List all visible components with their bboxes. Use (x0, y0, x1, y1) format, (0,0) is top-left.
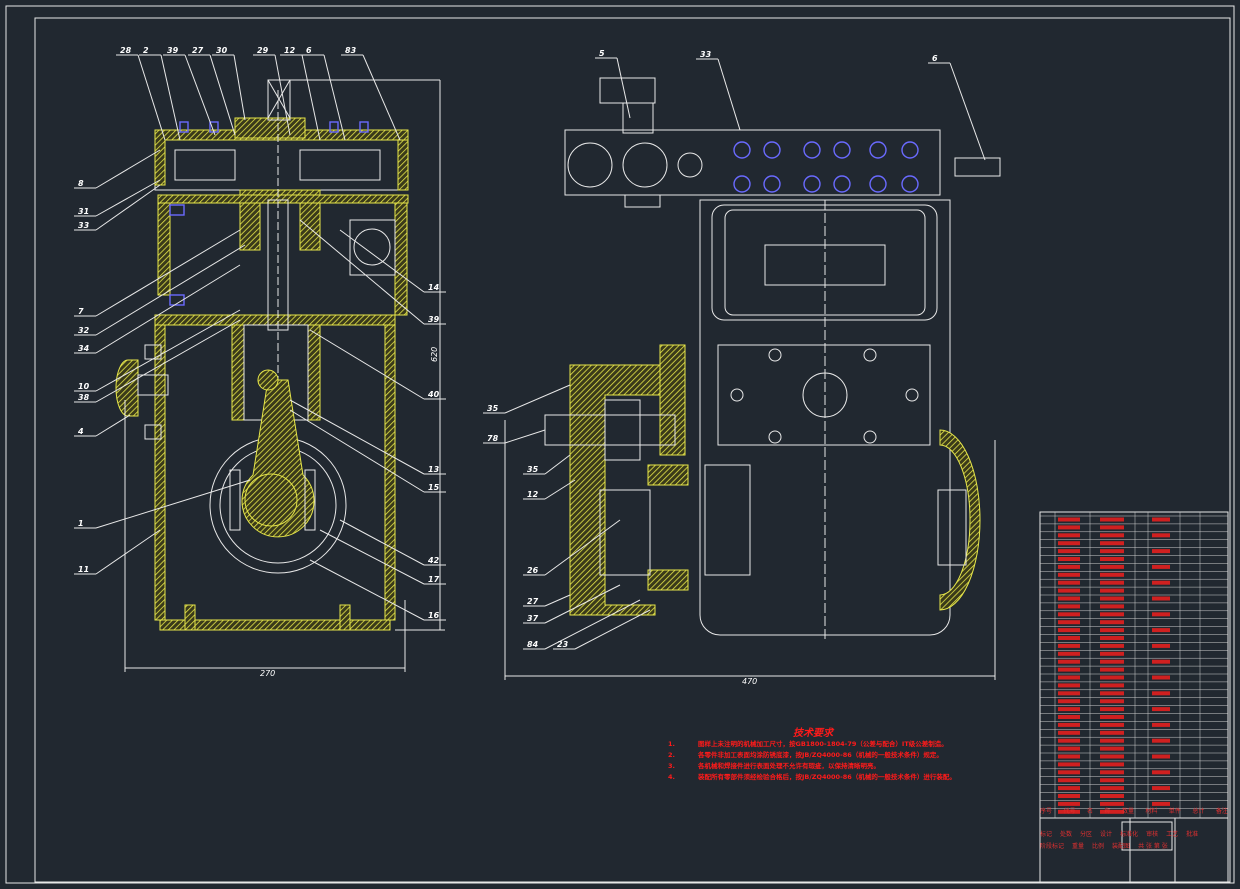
dimension-height: 620 (430, 347, 439, 362)
title-block-header: 称 (1104, 808, 1111, 815)
part-label: 8 (78, 179, 84, 188)
part-label: 1 (78, 519, 84, 528)
part-label: 27 (192, 46, 204, 55)
dimension-width-right: 470 (742, 677, 757, 686)
part-label: 29 (257, 46, 269, 55)
title-block-field: 标记 (1040, 831, 1053, 838)
title-block-header: 总计 (1192, 808, 1205, 815)
title-block-field: 工艺 (1166, 831, 1179, 838)
item-text: 各机械和焊接件进行表面处理不允许有瑕疵，以保持清晰明亮。 (698, 762, 880, 770)
title-block-field: 共 张 第 张 (1138, 843, 1168, 850)
tech-requirement-item: 4. 装配所有零部件须经检验合格后，按JB/ZQ4000-86（机械的一般技术条件… (668, 772, 988, 783)
title-block-field: 设计 (1100, 831, 1113, 838)
title-block: 序号 代号 名 称 数量 材料 单件 总计 备注 标记处数分区设计标准化审核工艺批准阶段标记重量… (1040, 806, 1228, 850)
part-label: 78 (487, 434, 499, 443)
title-block-field: 批准 (1186, 831, 1199, 838)
part-label: 16 (428, 611, 440, 620)
part-label: 12 (284, 46, 296, 55)
part-label: 42 (427, 556, 440, 565)
part-label: 23 (557, 640, 569, 649)
part-label: 37 (527, 614, 539, 623)
title-block-field: 审核 (1146, 831, 1159, 838)
title-block-field: 分区 (1080, 831, 1093, 838)
item-number: 4. (668, 773, 675, 781)
part-label: 83 (345, 46, 357, 55)
item-number: 2. (668, 751, 675, 759)
part-label: 33 (700, 50, 712, 59)
item-text: 各零件非加工表面均涂防锈底漆，按JB/ZQ4000-86（机械的一般技术条件）规… (698, 751, 943, 759)
inner-frame (34, 17, 1231, 883)
part-label: 39 (428, 315, 440, 324)
part-label: 27 (527, 597, 539, 606)
tech-requirement-item: 3. 各机械和焊接件进行表面处理不允许有瑕疵，以保持清晰明亮。 (668, 761, 988, 772)
part-label: 14 (428, 283, 440, 292)
part-label: 40 (427, 390, 440, 399)
part-label: 35 (487, 404, 499, 413)
part-label: 28 (120, 46, 132, 55)
part-label: 34 (78, 344, 90, 353)
title-block-field: 处数 (1060, 831, 1073, 838)
title-block-header: 名 (1086, 808, 1093, 815)
left-section-view (115, 79, 445, 672)
tech-requirements: 技术要求 1. 图样上未注明的机械加工尺寸，按GB1800-1804-79（公差与… (668, 724, 988, 783)
tech-requirement-item: 2. 各零件非加工表面均涂防锈底漆，按JB/ZQ4000-86（机械的一般技术条件… (668, 750, 988, 761)
part-label: 38 (78, 393, 90, 402)
part-label: 33 (78, 221, 90, 230)
part-label: 2 (143, 46, 149, 55)
item-number: 1. (668, 740, 675, 748)
title-block-header: 代号 (1063, 808, 1076, 815)
dimension-width-left: 270 (260, 669, 275, 678)
item-text: 图样上未注明的机械加工尺寸，按GB1800-1804-79（公差与配合）IT级公… (698, 740, 948, 748)
part-label: 17 (428, 575, 440, 584)
title-block-field: 重量 (1072, 843, 1085, 850)
title-block-field: 阶段标记 (1040, 843, 1065, 850)
part-label: 6 (932, 54, 938, 63)
tech-requirement-item: 1. 图样上未注明的机械加工尺寸，按GB1800-1804-79（公差与配合）IT… (668, 739, 988, 750)
right-front-view (504, 77, 1001, 680)
part-label: 26 (527, 566, 539, 575)
item-number: 3. (668, 762, 675, 770)
part-label: 35 (527, 465, 539, 474)
part-label: 12 (527, 490, 539, 499)
title-block-header: 单件 (1168, 808, 1181, 815)
item-text: 装配所有零部件须经检验合格后，按JB/ZQ4000-86（机械的一般技术条件）进… (698, 773, 956, 781)
outer-frame (5, 5, 1235, 884)
title-block-field: 标准化 (1120, 831, 1139, 838)
title-block-header: 序号 (1040, 808, 1053, 815)
title-block-header: 数量 (1121, 808, 1134, 815)
title-block-field: 装配图 (1112, 843, 1131, 850)
part-label: 7 (78, 307, 84, 316)
part-label: 31 (78, 207, 89, 216)
part-label: 4 (77, 427, 84, 436)
part-label: 5 (599, 49, 605, 58)
part-label: 13 (428, 465, 440, 474)
title-block-field: 比例 (1092, 843, 1105, 850)
part-label: 11 (78, 565, 89, 574)
part-label: 15 (428, 483, 440, 492)
part-label: 84 (527, 640, 539, 649)
part-label: 30 (216, 46, 228, 55)
parts-list-table (1039, 511, 1229, 883)
part-label: 32 (78, 326, 90, 335)
part-label: 10 (78, 382, 90, 391)
title-block-header: 备注 (1215, 808, 1228, 815)
part-label: 6 (306, 46, 312, 55)
tech-requirements-title: 技术要求 (793, 728, 833, 739)
title-block-header: 材料 (1145, 808, 1158, 815)
part-label: 39 (167, 46, 179, 55)
